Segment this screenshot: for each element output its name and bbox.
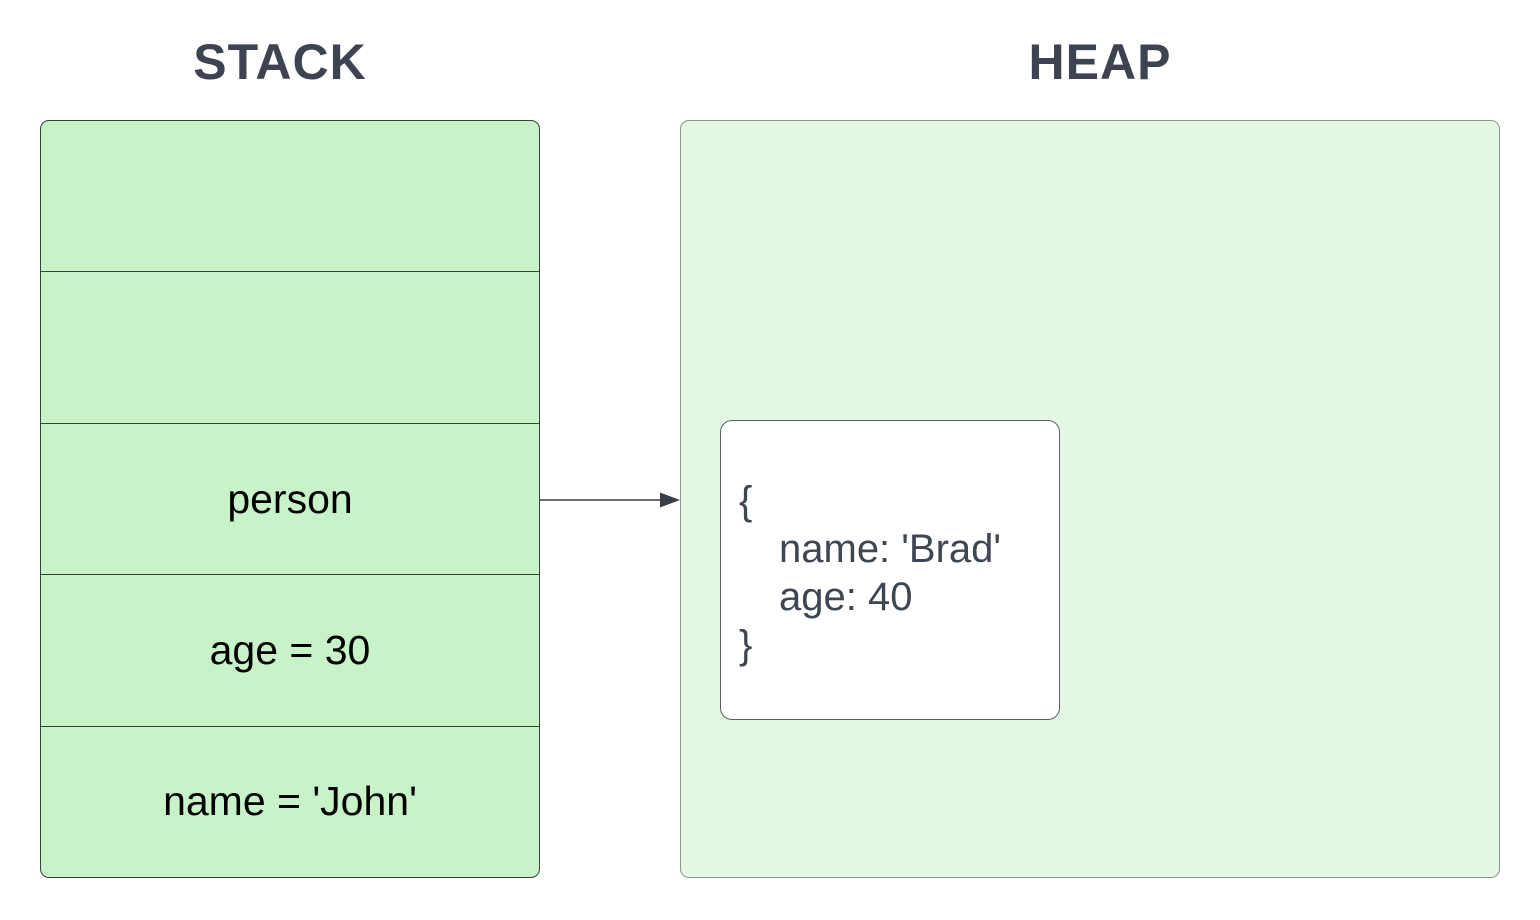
stack-cell-age: age = 30 [41, 575, 539, 727]
stack-cell-empty-1 [41, 121, 539, 273]
object-open-brace: { [739, 479, 753, 523]
object-close-brace: } [739, 623, 753, 667]
stack-cell-name: name = 'John' [163, 778, 417, 825]
stack-cell-empty-2 [41, 272, 539, 424]
heap-title: HEAP [1028, 34, 1172, 90]
arrow-head-icon [660, 492, 680, 508]
pointer-arrow [540, 492, 680, 508]
stack-box: person age = 30 name = 'John' [40, 120, 540, 878]
heap-object-box: { name: 'Brad' age: 40 } [720, 420, 1060, 720]
object-prop-name: name: 'Brad' [779, 527, 1002, 571]
stack-title: STACK [193, 34, 367, 90]
object-prop-age: age: 40 [779, 575, 913, 619]
stack-cell-person: person [41, 424, 539, 576]
